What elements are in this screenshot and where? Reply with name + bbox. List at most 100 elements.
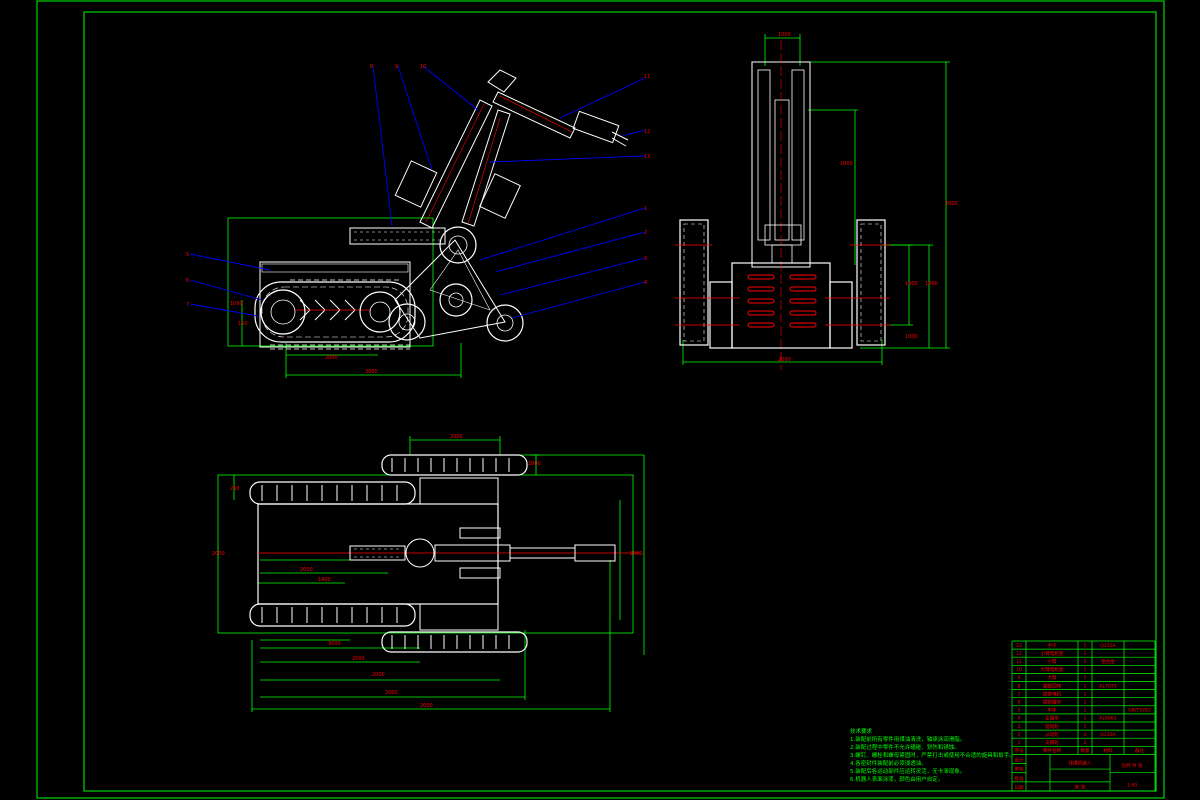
top-dim-text: 2000 bbox=[420, 703, 433, 709]
title-block-cell: 1 bbox=[1084, 691, 1087, 697]
title-block-cell: 序号 bbox=[1014, 747, 1024, 754]
balloon-label: 1 bbox=[644, 206, 647, 212]
title-block-cell: GB/T5783 bbox=[1128, 708, 1151, 714]
title-block-cell: 手爪 bbox=[1047, 642, 1057, 649]
balloon-label: 8 bbox=[370, 64, 373, 70]
balloon-label: 7 bbox=[186, 302, 189, 308]
front-dim-text: 1000 bbox=[840, 161, 853, 167]
side-view: 2000 3000 1090 150 bbox=[186, 64, 650, 378]
front-dim-text: 2000 bbox=[778, 357, 791, 363]
notes-line: 6.机器人表面涂漆，颜色由用户自定。 bbox=[850, 775, 943, 783]
notes-line: 4.各密封件装配前必须浸透油。 bbox=[850, 759, 927, 767]
title-block-cell: 2 bbox=[1018, 732, 1021, 738]
title-block-cell: 摆臂电机 bbox=[1043, 690, 1062, 697]
top-dim-text: 3000 bbox=[328, 641, 341, 647]
title-block-cell: 1 bbox=[1084, 675, 1087, 681]
sheet-count: 第 张 bbox=[1075, 783, 1086, 790]
notes-line: 1.装配前所有零件用煤油清洗，轴承涂润滑脂。 bbox=[850, 735, 965, 743]
balloon-label: 4 bbox=[644, 280, 647, 286]
drawing-number: 1:40 bbox=[1127, 782, 1137, 788]
title-block-label: 设计 bbox=[1014, 757, 1024, 764]
title-block-cell: AL6061 bbox=[1099, 716, 1116, 722]
title-block-label: 审核 bbox=[1014, 766, 1024, 773]
side-dim-text: 2000 bbox=[325, 355, 338, 361]
title-block-cell: 3 bbox=[1018, 724, 1021, 730]
balloon-label: 5 bbox=[186, 252, 189, 258]
side-dim-text: 150 bbox=[238, 321, 248, 327]
balloon-label: 6 bbox=[186, 278, 189, 284]
technical-notes: 技术要求 1.装配前所有零件用煤油清洗，轴承涂润滑脂。 2.装配过程中零件不允许… bbox=[850, 727, 1015, 783]
title-block-cell: 13 bbox=[1016, 643, 1022, 649]
top-dim-text: 2000 bbox=[630, 551, 643, 557]
balloon-label: 3 bbox=[644, 256, 647, 262]
side-dim-text: 1090 bbox=[230, 301, 243, 307]
title-block-cell: 大臂 bbox=[1047, 674, 1057, 681]
title-block-cell: 7 bbox=[1018, 691, 1021, 697]
balloon-label: 11 bbox=[644, 74, 650, 80]
top-dim-text: 2000 bbox=[528, 461, 541, 467]
notes-line: 5.装配后各运动部件应运转灵活，无卡滞现象。 bbox=[850, 767, 965, 775]
title-block-cell: 1 bbox=[1084, 683, 1087, 689]
balloon-label: 9 bbox=[395, 64, 398, 70]
title-block-cell: 12 bbox=[1016, 651, 1022, 657]
title-block-cell: 4 bbox=[1018, 716, 1021, 722]
title-block-cell: 6 bbox=[1018, 700, 1021, 706]
title-block-cell: 支撑轮 bbox=[1045, 739, 1059, 746]
top-dim-text: 2000 bbox=[372, 672, 385, 678]
title-block-cell: 小臂 bbox=[1047, 658, 1057, 665]
title-block-cell: 腰部回转 bbox=[1043, 682, 1062, 689]
title-block-cell: 驱动轮 bbox=[1045, 723, 1059, 730]
title-block-cell: 车体 bbox=[1047, 707, 1057, 714]
front-dim-text: 1000 bbox=[925, 281, 938, 287]
title-block-cell: 大臂电机舱 bbox=[1041, 666, 1064, 673]
title-block-cell: 9 bbox=[1018, 675, 1021, 681]
title-block-cell: 5 bbox=[1018, 708, 1021, 714]
balloon-label: 2 bbox=[644, 230, 647, 236]
title-block-cell: 1 bbox=[1084, 667, 1087, 673]
title-block-cell: Q235A bbox=[1100, 732, 1116, 738]
inner-frame bbox=[83, 11, 1157, 792]
top-dim-text: 2000 bbox=[385, 690, 398, 696]
title-block-cell: 零件名称 bbox=[1043, 747, 1062, 754]
title-block-cell: 8 bbox=[1018, 683, 1021, 689]
title-block-cell: 数量 bbox=[1080, 747, 1090, 754]
sheet-info: 比例 共 张 bbox=[1121, 762, 1143, 769]
title-block-cell: 摆臂履带 bbox=[1043, 699, 1062, 706]
title-block-cell: 材料 bbox=[1103, 747, 1113, 754]
top-dim-text: 2000 bbox=[450, 434, 463, 440]
title-block-cell: 从动轮 bbox=[1045, 731, 1059, 738]
title-block-label: 批准 bbox=[1014, 775, 1024, 782]
title-block-cell: 1 bbox=[1084, 700, 1087, 706]
front-view: 1000 1000 3000 1000 1000 1000 2000 bbox=[675, 32, 958, 370]
outer-frame bbox=[36, 0, 1165, 799]
title-block-cell: 1 bbox=[1018, 740, 1021, 746]
title-block-cell: AL7075 bbox=[1099, 683, 1116, 689]
front-dim-text: 1000 bbox=[905, 281, 918, 287]
notes-line: 技术要求 bbox=[850, 727, 873, 735]
title-block-cell: 1 bbox=[1084, 716, 1087, 722]
title-block-cell: 2 bbox=[1084, 740, 1087, 746]
top-view: 2000 250 2000 2000 2000 1400 3000 2000 2… bbox=[212, 434, 645, 712]
side-dim-text: 3000 bbox=[365, 369, 378, 375]
title-block-cell: 铝合金 bbox=[1101, 658, 1115, 665]
title-block-cell: 主履带 bbox=[1045, 715, 1059, 722]
top-dim-text: 2000 bbox=[352, 656, 365, 662]
title-block-cell: 1 bbox=[1084, 643, 1087, 649]
front-dim-text: 1000 bbox=[778, 32, 791, 38]
title-block-cell: 10 bbox=[1016, 667, 1022, 673]
title-block-label: 日期 bbox=[1014, 785, 1024, 791]
title-block-cell: 备注 bbox=[1135, 747, 1145, 754]
front-dim-text: 1000 bbox=[905, 334, 918, 340]
top-dim-text: 2000 bbox=[300, 567, 313, 573]
title-block-cell: 小臂电机舱 bbox=[1041, 650, 1064, 657]
balloon-label: 10 bbox=[420, 64, 426, 70]
notes-line: 3.螺钉、螺栓和螺母紧固时，严禁打击或使用不合适的旋具和扳手。 bbox=[850, 751, 1015, 759]
top-dim-text: 1400 bbox=[318, 577, 331, 583]
title-block-cell: 4 bbox=[1084, 732, 1087, 738]
drawing-title: 排爆机器人 bbox=[1069, 759, 1092, 766]
notes-line: 2.装配过程中零件不允许磕碰、划伤和锈蚀。 bbox=[850, 743, 960, 751]
title-block-cell: 1 bbox=[1084, 651, 1087, 657]
balloon-label: 13 bbox=[644, 154, 650, 160]
